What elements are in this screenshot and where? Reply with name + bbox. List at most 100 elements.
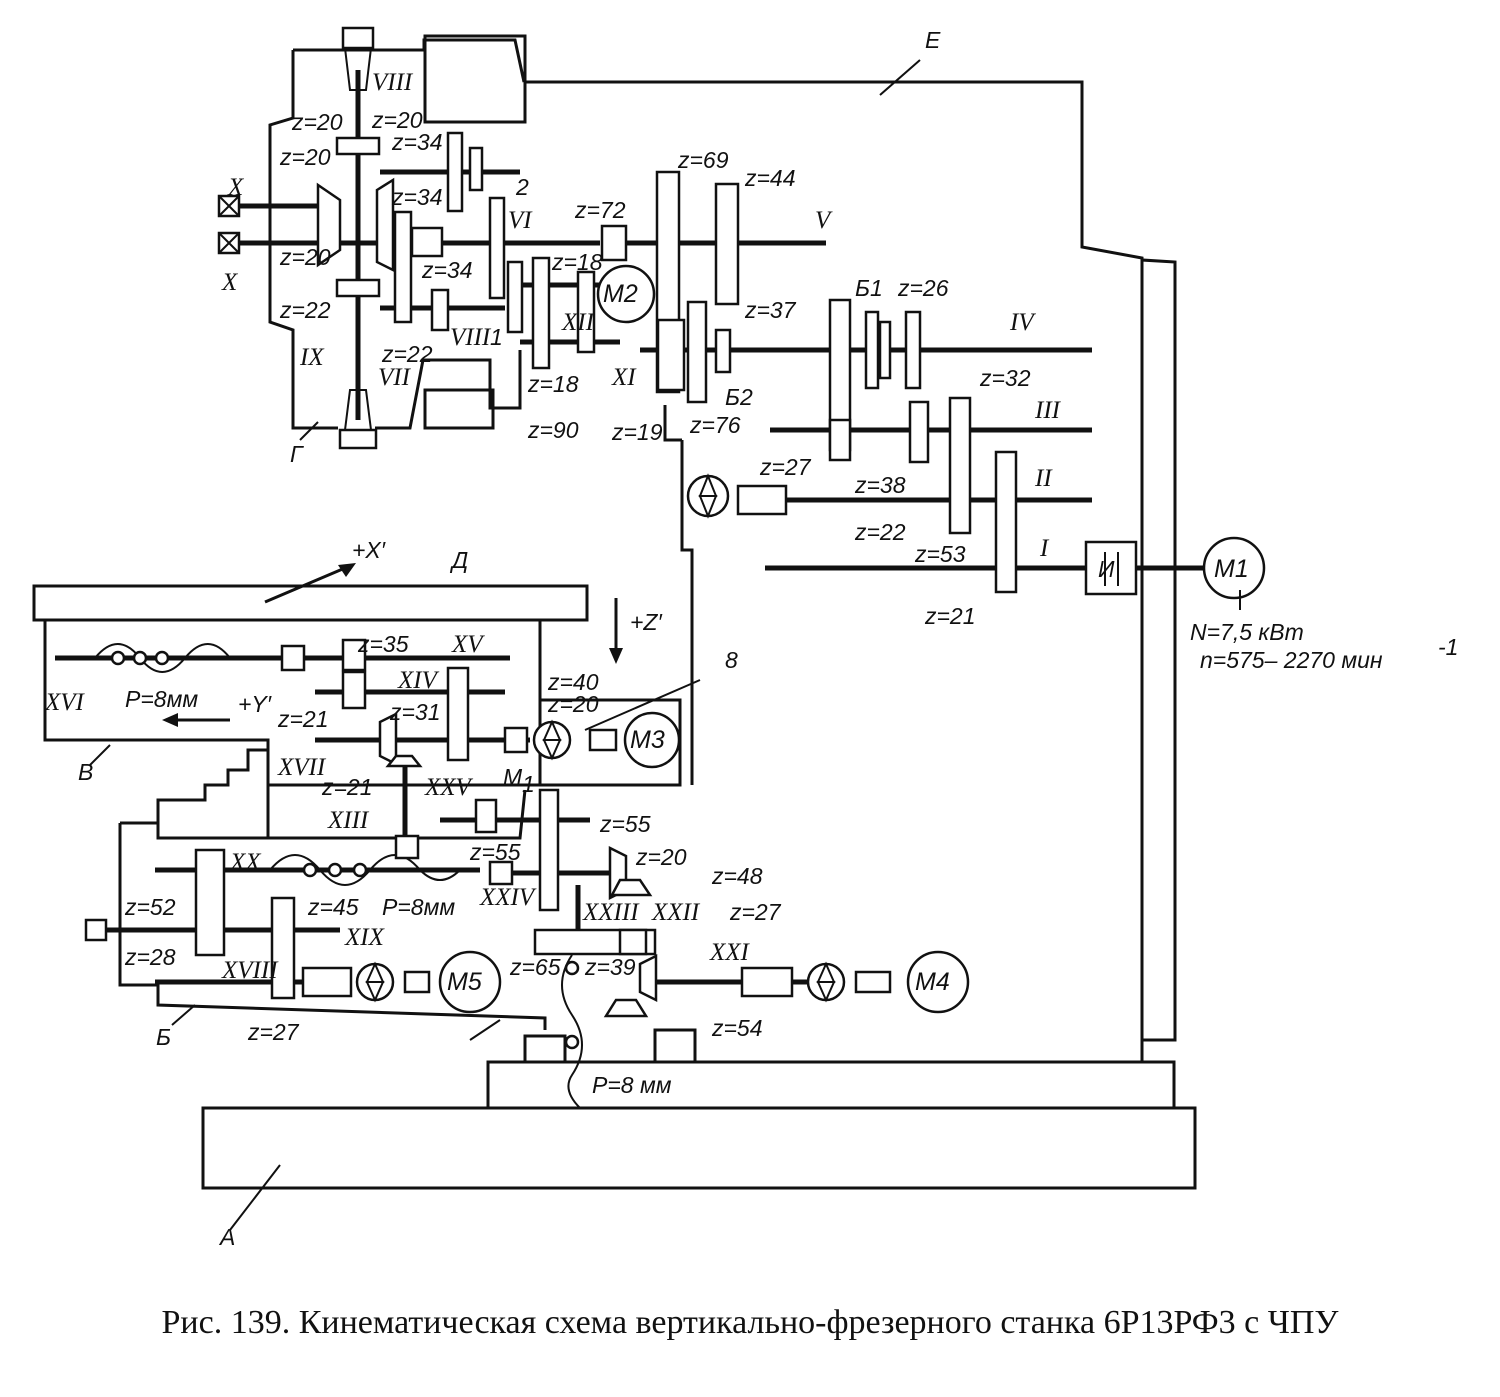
gear-label-38: z=45 [307, 894, 359, 920]
pitch-label-3: P=8 мм [592, 1072, 672, 1098]
knee-b-outline [118, 821, 547, 1030]
gear-label-31: z=21 [321, 774, 373, 800]
gear-head-8 [430, 288, 450, 332]
motor-m5 [438, 950, 502, 1014]
gear-label-40: z=27 [247, 1019, 300, 1045]
gear-b1-2 [878, 320, 892, 380]
gear-label-2: z=20 [371, 107, 423, 133]
gear-label-8: z=22 [279, 297, 331, 323]
brake-label: И [1098, 556, 1115, 582]
saddle-steps [156, 748, 270, 840]
shaft-label-viii: VIII [372, 69, 414, 96]
motor-label-m4: M4 [915, 968, 950, 996]
power-label: N=7,5 кВт [1190, 619, 1304, 645]
shaft-label-xi: XI [611, 364, 637, 391]
gear-z35 [341, 638, 367, 672]
gear-label-19: z=76 [689, 412, 741, 438]
motor-label-m1: M1 [1214, 555, 1249, 583]
gear-z40 [446, 666, 470, 762]
motor-m3 [623, 711, 681, 769]
arrow-x [264, 566, 346, 604]
gear-xii-1 [531, 256, 551, 370]
ball-vert-1 [564, 960, 580, 976]
gear-z76 [686, 300, 708, 404]
gear-label-30: z=21 [277, 706, 329, 732]
gear-z53 [994, 450, 1018, 594]
shaft-label-xxi: XXI [709, 939, 751, 966]
shaft-label-iii: III [1034, 397, 1062, 424]
gear-label-12: z=18 [527, 371, 579, 397]
gear-z21-xiv [341, 670, 367, 710]
gear-label-11: z=18 [551, 249, 603, 275]
ball-xvi-2 [132, 650, 148, 666]
shaft-label-vii: VII [378, 364, 412, 391]
gear-label-10: z=72 [574, 197, 626, 223]
head-block [423, 388, 495, 430]
gear-label-26: z=35 [357, 631, 409, 657]
table-d [32, 584, 589, 622]
head-motor-housing [423, 34, 527, 124]
gear-head-7 [506, 260, 524, 334]
gear-label-9: z=22 [381, 341, 433, 367]
gear-label-17: z=26 [897, 275, 949, 301]
gear-head-1 [335, 136, 381, 156]
pitch-label-1: P=8мм [125, 686, 198, 712]
spindle-bottom-cap [338, 428, 378, 450]
gear-label-7: z=34 [421, 257, 473, 283]
unit-e: Е [925, 27, 941, 53]
pitch-label-2: P=8мм [382, 894, 455, 920]
label-8: 8 [725, 647, 738, 673]
gear-label-25: z=21 [924, 603, 976, 629]
shaft-label-xvi: XVI [44, 689, 86, 716]
motor-label-m3: M3 [630, 726, 665, 754]
gear-label-3: z=20 [279, 144, 331, 170]
shaft-label-xx: XX [229, 849, 262, 876]
knee-top [268, 789, 527, 840]
shaft-label-xvii: XVII [277, 754, 327, 781]
gear-label-39: z=28 [124, 944, 176, 970]
gear-z44 [714, 182, 740, 306]
shaft-label-ii: II [1034, 465, 1053, 492]
clutch-vi [600, 224, 628, 262]
ball-xvi-3 [154, 650, 170, 666]
gear-z45 [270, 896, 296, 1000]
shaft-label-x2: X [221, 269, 239, 296]
clutch-m1 [503, 726, 529, 754]
coupling-m4-a [740, 966, 794, 998]
gear-label-27: z=40 [547, 669, 599, 695]
gear-z52 [194, 848, 226, 957]
ball-xx-1 [302, 862, 318, 878]
unit-d: Д [449, 547, 468, 573]
ball-vert-2 [564, 1034, 580, 1050]
motor-m1 [1202, 536, 1266, 600]
speed-label: n=575– 2270 мин [1200, 647, 1383, 673]
base-plate [486, 1060, 1176, 1110]
gear-label-33: z=55 [469, 839, 521, 865]
shaft-label-ix: IX [299, 344, 325, 371]
shaft-label-viii1: VIII [450, 324, 492, 351]
gear-label-13: z=90 [527, 417, 579, 443]
gear-label-29: z=31 [389, 699, 441, 725]
label-2: 2 [515, 174, 529, 200]
shaft-label-xiv: XIV [397, 667, 440, 694]
ball-xvi-1 [110, 650, 126, 666]
arrow-z-head [609, 648, 623, 664]
bevel-z48 [609, 878, 653, 897]
gear-label-41: z=65 [509, 954, 561, 980]
gear-label-36: z=27 [729, 899, 782, 925]
spindle-top-cap [341, 26, 375, 50]
shaft-label-vi: VI [508, 207, 533, 234]
motor-m2 [596, 264, 656, 324]
handwheel-xix [84, 918, 108, 942]
gear-z32 [948, 396, 972, 535]
gear-label-32: z=55 [599, 811, 651, 837]
gear-head-6 [488, 196, 506, 300]
gear-label-43: z=54 [711, 1015, 763, 1041]
gear-label-37: z=52 [124, 894, 176, 920]
pump-8-symbol [542, 719, 562, 761]
handwheel-xxiv [488, 860, 514, 886]
gear-label-22: z=27 [759, 454, 812, 480]
screw-vertical [561, 954, 583, 1109]
gear-label-23: z=22 [854, 519, 906, 545]
